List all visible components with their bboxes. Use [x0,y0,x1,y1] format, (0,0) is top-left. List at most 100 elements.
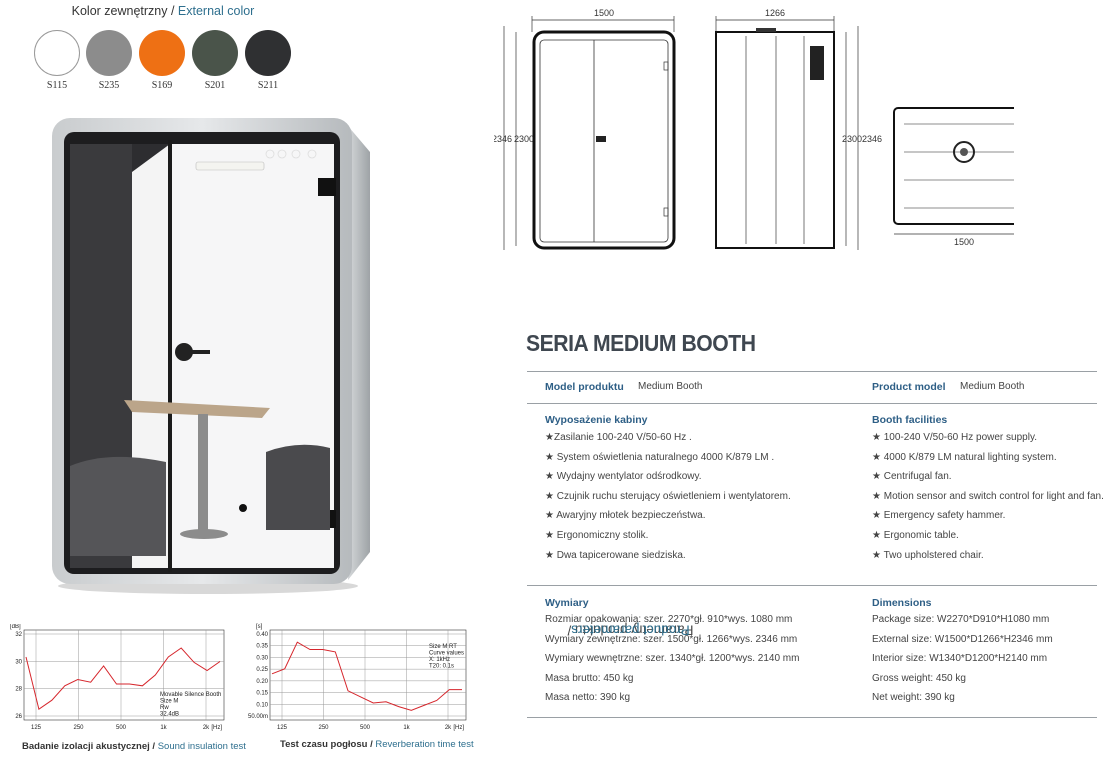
external-color-title-pl: Kolor zewnętrzny / [71,4,178,18]
dimensions-label-pl: Wymiary [545,597,589,609]
dimension-item: Wymiary wewnętrzne: szer. 1340*gł. 1200*… [545,653,800,664]
facility-item: ★ System oświetlenia naturalnego 4000 K/… [545,451,775,463]
side-height-inner-label: 2300 [842,134,862,144]
annotation-text: 32.4dB [160,712,179,718]
external-color-title: Kolor zewnętrzny / External color [0,4,326,18]
facilities-label-pl: Wyposażenie kabiny [545,414,648,426]
facility-item: ★ 100-240 V/50-60 Hz power supply. [872,432,1037,443]
x-tick-label: 500 [116,725,127,731]
x-tick-label: 125 [277,725,288,731]
y-tick-label: 50.00m [248,714,268,720]
facility-item: ★ Emergency safety hammer. [872,510,1006,522]
dimension-item: Masa brutto: 450 kg [545,672,634,684]
y-tick-label: 0.15 [256,691,268,697]
facility-item: ★ Centrifugal fan. [872,471,952,483]
x-tick-label: 1k [403,725,410,731]
booth-image [52,118,370,594]
annotation-text: Curve values [429,651,464,657]
facility-item: ★ Two upholstered chair. [872,549,984,561]
y-tick-label: 0.20 [256,679,268,685]
y-tick-label: 0.40 [256,632,268,638]
external-color-title-en: External color [177,4,255,18]
dimension-item: Package size: W2270*D910*H1080 mm [872,614,1050,625]
model-label-en: Product model [872,381,946,393]
caption-en: Sound insulation test [157,741,246,752]
plot-frame [23,629,225,721]
facility-item: ★ Czujnik ruchu sterujący oświetleniem i… [545,490,791,502]
facility-item: ★ Awaryjny młotek bezpieczeństwa. [545,510,706,522]
facility-item: ★ Motion sensor and switch control for l… [872,490,1104,502]
y-tick-label: 0.10 [256,702,268,708]
swatch-s201[interactable] [192,30,238,76]
front-height-inner-label: 2300 [514,134,534,144]
swatch-code: S235 [98,80,120,91]
front-width-label: 1500 [594,8,614,18]
dimensions-label-en: Dimensions [872,597,932,609]
divider [527,403,1097,404]
x-tick-label: 500 [360,725,371,731]
dimension-item: Rozmiar opakowania: szer. 2270*gł. 910*w… [545,614,793,625]
swatch-code: S201 [204,80,226,91]
x-tick-label: 1k [160,725,167,731]
facility-item: ★ Ergonomic table. [872,530,959,541]
y-axis-label: [dB] [10,624,21,630]
x-tick-label: 125 [31,725,42,731]
dimension-item: External size: W1500*D1266*H2346 mm [872,633,1053,645]
annotation-text: Movable Silence Booth [160,692,221,698]
x-tick-label: 2k [445,725,452,731]
swatch-s235[interactable] [86,30,132,76]
facility-item: ★Zasilanie 100-240 V/50-60 Hz . [545,432,692,443]
annotation-text: T20: 0.1s [429,664,454,670]
swatch-s211[interactable] [245,30,291,76]
series-title: SERIA MEDIUM BOOTH [526,330,756,356]
y-axis-label: [s] [256,624,263,630]
divider [527,371,1097,372]
y-tick-label: 32 [15,632,22,638]
y-tick-label: 0.35 [256,644,268,650]
x-tick-label: 250 [318,725,329,731]
caption-pl: Test czasu pogłosu / [280,739,376,750]
y-tick-label: 26 [15,714,22,720]
swatch-s169[interactable] [139,30,185,76]
model-value-en: Medium Booth [960,381,1025,392]
y-tick-label: 0.25 [256,667,268,673]
x-unit-label: [Hz] [211,725,222,731]
facility-item: ★ 4000 K/879 LM natural lighting system. [872,451,1057,463]
dimension-item: Wymiary zewnętrzne: szer. 1500*gł. 1266*… [545,633,798,645]
caption-en: Reverberation time test [375,739,474,750]
booth-illustration [48,112,388,596]
reverberation-caption: Test czasu pogłosu / Reverberation time … [280,739,474,750]
dimension-item: Masa netto: 390 kg [545,692,631,703]
facility-item: ★ Dwa tapicerowane siedziska. [545,549,686,561]
front-view-drawing: 1500 2346 2300 [494,8,676,250]
swatch-s115[interactable] [34,30,80,76]
model-value-pl: Medium Booth [638,381,703,392]
annotation-text: X: 1kHz [429,657,450,663]
swatch-code: S169 [151,80,173,91]
plot-frame [269,629,467,721]
facility-item: ★ Wydajny wentylator odśrodkowy. [545,471,702,483]
sound-insulation-caption: Badanie izolacji akustycznej / Sound ins… [22,741,246,752]
y-tick-label: 30 [15,659,22,665]
data-series-line [271,641,462,711]
swatch-code: S211 [257,80,279,91]
side-height-outer-label: 2346 [862,134,882,144]
x-unit-label: [Hz] [453,725,464,731]
reverberation-chart: 0.40 0.35 0.30 0.25 0.20 0.15 0.10 50.00m 125 250… [248,624,467,731]
annotation-text: Rw [160,705,169,711]
dimension-item: Net weight: 390 kg [872,692,955,703]
facilities-label-en: Booth facilities [872,414,948,426]
caption-pl: Badanie izolacji akustycznej / [22,741,158,752]
technical-drawings: 1500 2346 2300 1266 2300 2346 [494,8,1014,250]
facility-item: ★ Ergonomiczny stolik. [545,530,649,541]
divider [527,717,1097,718]
front-height-outer-label: 2346 [494,134,512,144]
x-tick-label: 250 [73,725,84,731]
top-width-label: 1500 [954,237,974,247]
y-tick-label: 28 [15,687,22,693]
product-parameters-side-label: Parametry produktu / Product parameters [503,404,693,644]
y-tick-label: 0.30 [256,655,268,661]
top-view-drawing: 1266 1500 [893,107,1014,247]
swatch-code: S115 [46,80,68,91]
